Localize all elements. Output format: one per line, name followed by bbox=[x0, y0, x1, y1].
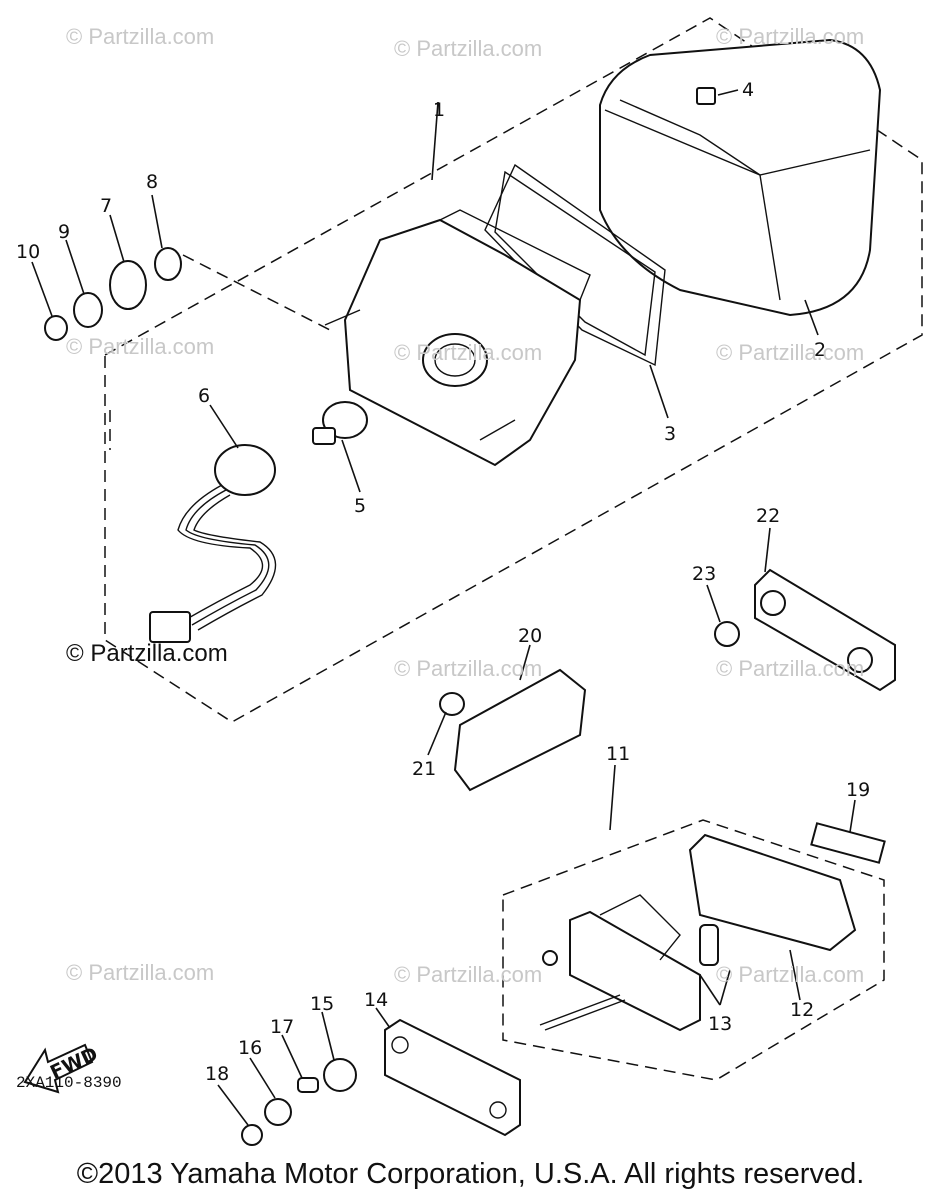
assembly-1-outline bbox=[104, 17, 923, 723]
part-2-lens bbox=[599, 38, 882, 317]
part-5-bulb bbox=[312, 401, 368, 445]
part-14-plate bbox=[384, 1018, 521, 1137]
part-20-reflector bbox=[439, 668, 587, 792]
callout-3: 3 bbox=[664, 423, 676, 445]
watermark: © Partzilla.com bbox=[716, 340, 865, 365]
callout-12: 12 bbox=[790, 999, 814, 1021]
diagram-code: 2XA110-8390 bbox=[16, 1074, 122, 1092]
part-19-label bbox=[810, 822, 886, 864]
callout-19: 19 bbox=[846, 779, 870, 801]
callout-1: 1 bbox=[433, 99, 445, 121]
watermark: © Partzilla.com bbox=[716, 656, 865, 681]
part-1-base bbox=[324, 209, 591, 467]
callout-21: 21 bbox=[412, 758, 436, 780]
assembly-11-outline bbox=[502, 819, 885, 1081]
callout-18: 18 bbox=[205, 1063, 229, 1085]
parts-15-18-hardware bbox=[241, 1058, 357, 1146]
watermark: © Partzilla.com bbox=[394, 340, 543, 365]
callout-2: 2 bbox=[814, 339, 826, 361]
callout-23: 23 bbox=[692, 563, 716, 585]
callout-6: 6 bbox=[198, 385, 210, 407]
callout-8: 8 bbox=[146, 171, 158, 193]
parts-7-10-hardware bbox=[44, 247, 182, 341]
callout-11: 11 bbox=[606, 743, 630, 765]
callout-15: 15 bbox=[310, 993, 334, 1015]
watermark: © Partzilla.com bbox=[716, 24, 865, 49]
watermark: © Partzilla.com bbox=[394, 656, 543, 681]
part-11-license-light bbox=[539, 833, 857, 1032]
callout-9: 9 bbox=[58, 221, 70, 243]
leader-lines bbox=[31, 89, 856, 1126]
callout-20: 20 bbox=[518, 625, 542, 647]
part-22-reflector bbox=[714, 568, 896, 692]
callout-5: 5 bbox=[354, 495, 366, 517]
callout-10: 10 bbox=[16, 241, 40, 263]
callout-22: 22 bbox=[756, 505, 780, 527]
fwd-arrow-icon bbox=[23, 1043, 94, 1094]
watermark: © Partzilla.com bbox=[66, 960, 215, 985]
callout-16: 16 bbox=[238, 1037, 262, 1059]
watermark: © Partzilla.com bbox=[66, 334, 215, 359]
callout-7: 7 bbox=[100, 195, 112, 217]
part-callouts: 1 2 3 4 5 6 7 8 9 10 11 12 13 14 15 16 1… bbox=[16, 79, 870, 1085]
watermark: © Partzilla.com bbox=[66, 24, 215, 49]
part-3-gasket bbox=[484, 163, 666, 367]
part-6-socket-harness bbox=[149, 444, 277, 643]
watermark: © Partzilla.com bbox=[394, 36, 543, 61]
part-4-clip bbox=[696, 87, 716, 105]
watermark: © Partzilla.com bbox=[394, 962, 543, 987]
callout-17: 17 bbox=[270, 1016, 294, 1038]
watermark: © Partzilla.com bbox=[716, 962, 865, 987]
copyright-notice: ©2013 Yamaha Motor Corporation, U.S.A. A… bbox=[76, 1158, 865, 1190]
watermark: © Partzilla.com bbox=[66, 640, 228, 667]
callout-4: 4 bbox=[742, 79, 754, 101]
callout-13: 13 bbox=[708, 1013, 732, 1035]
callout-14: 14 bbox=[364, 989, 388, 1011]
